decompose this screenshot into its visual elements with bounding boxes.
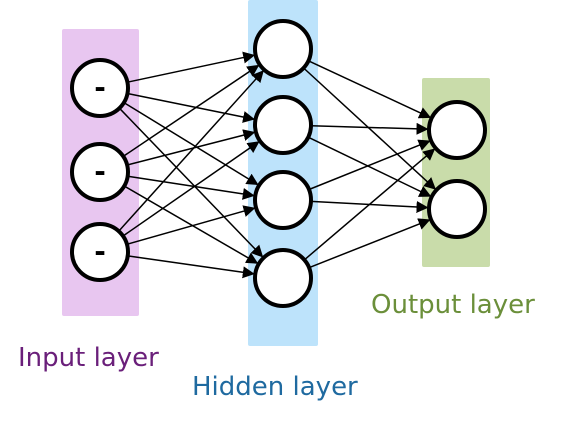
output-node-0 bbox=[427, 100, 487, 160]
hidden-node-1 bbox=[253, 95, 313, 155]
edge-input-1-to-hidden-3 bbox=[123, 185, 259, 264]
hidden-layer-label: Hidden layer bbox=[192, 372, 358, 402]
output-node-1 bbox=[427, 179, 487, 239]
connection-edges bbox=[118, 51, 437, 279]
input-node-0-text: - bbox=[94, 71, 106, 104]
edge-input-0-to-hidden-2 bbox=[123, 101, 259, 186]
hidden-node-2 bbox=[253, 170, 313, 230]
edge-input-1-to-hidden-1 bbox=[126, 129, 256, 166]
input-node-1-text: - bbox=[94, 155, 106, 188]
edge-hidden-3-to-output-1 bbox=[308, 218, 431, 269]
edge-input-2-to-hidden-0 bbox=[118, 70, 264, 232]
edge-hidden-2-to-output-0 bbox=[308, 139, 431, 191]
edge-hidden-0-to-output-0 bbox=[308, 60, 432, 119]
edge-hidden-3-to-output-0 bbox=[303, 148, 436, 261]
input-node-0 bbox=[70, 58, 130, 118]
edge-hidden-1-to-output-1 bbox=[307, 136, 432, 197]
edge-input-1-to-hidden-2 bbox=[127, 175, 255, 200]
edge-input-1-to-hidden-0 bbox=[122, 64, 260, 158]
hidden-node-0 bbox=[253, 19, 313, 79]
edge-input-2-to-hidden-1 bbox=[122, 141, 260, 237]
output-layer-label: Output layer bbox=[371, 290, 535, 320]
edge-input-2-to-hidden-2 bbox=[126, 205, 256, 246]
input-node-1 bbox=[70, 142, 130, 202]
neuron-nodes: - - - bbox=[70, 19, 487, 308]
edge-hidden-1-to-output-0 bbox=[310, 122, 429, 135]
edge-hidden-0-to-output-1 bbox=[303, 67, 437, 190]
input-node-2 bbox=[70, 222, 130, 282]
input-layer-label: Input layer bbox=[18, 343, 159, 373]
edge-input-0-to-hidden-3 bbox=[118, 107, 264, 258]
edge-input-0-to-hidden-0 bbox=[127, 51, 256, 83]
hidden-node-3 bbox=[253, 248, 313, 308]
edge-input-0-to-hidden-1 bbox=[127, 92, 256, 123]
input-node-2-text: - bbox=[94, 235, 106, 268]
edge-input-2-to-hidden-3 bbox=[127, 255, 255, 279]
